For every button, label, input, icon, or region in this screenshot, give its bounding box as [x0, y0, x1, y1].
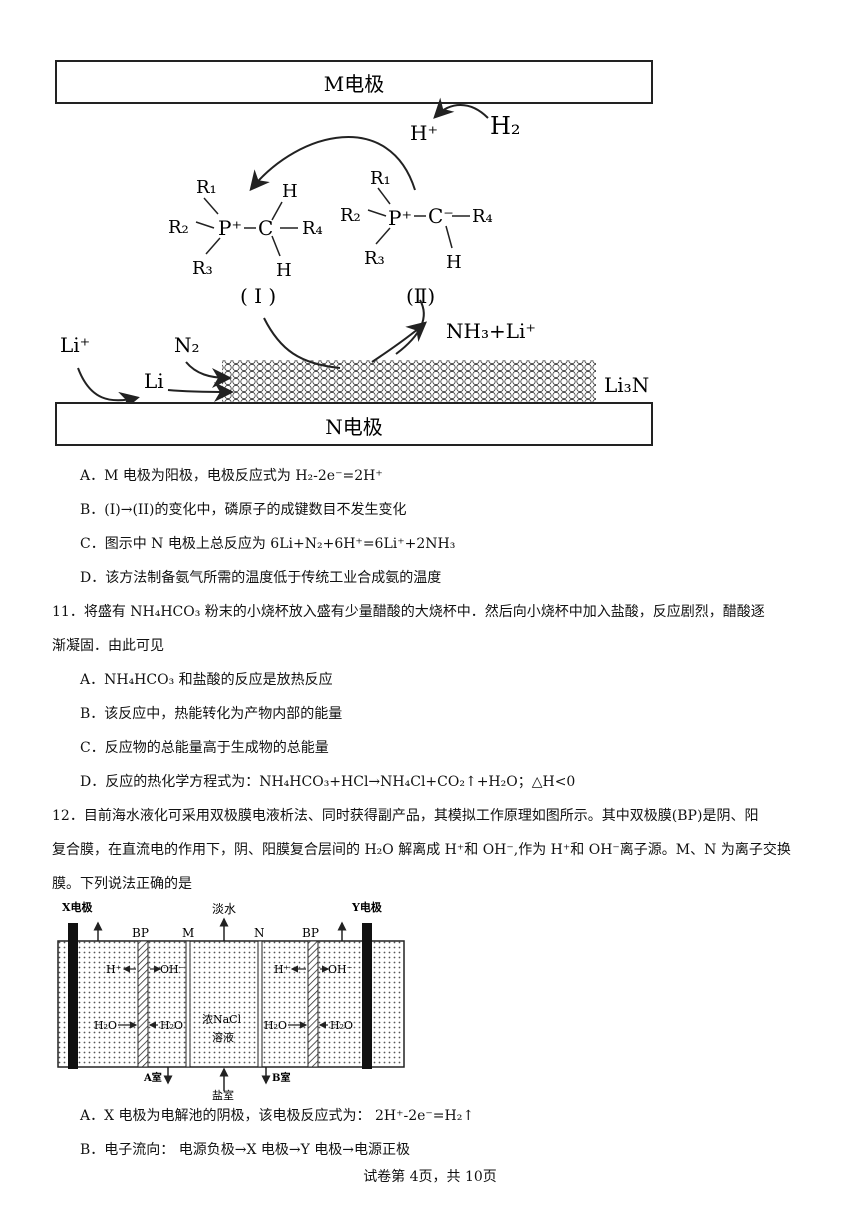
q11-option-b: B．该反应中，热能转化为产物内部的能量 — [80, 706, 343, 722]
q10-option-b: B．(I)→(II)的变化中，磷原子的成键数目不发生变化 — [80, 502, 407, 518]
bp-label-left: BP — [132, 926, 149, 940]
li-label: Li — [144, 369, 164, 393]
bp-membrane-right — [307, 940, 319, 1068]
h2o-c: H₂O — [264, 1019, 287, 1032]
chamber-a-label: A室 — [143, 1071, 162, 1084]
r2-label: R₂ — [340, 205, 361, 226]
li-arrow — [167, 381, 234, 402]
h-plus-label: H⁺ — [410, 121, 438, 145]
r3-label: R₃ — [364, 248, 385, 269]
h2-label: H₂ — [490, 112, 521, 140]
r4-label: R₄ — [302, 218, 323, 239]
c-minus-label: C⁻ — [428, 204, 454, 228]
m-label: M — [182, 926, 194, 940]
li3n-label: Li₃N — [604, 373, 649, 397]
h-bottom-label: H — [276, 260, 292, 281]
chamber-b-label: B室 — [272, 1071, 290, 1084]
y-electrode-label: Y电极 — [351, 900, 383, 914]
r1-label: R₁ — [196, 177, 217, 198]
arrow-I-to-layer — [263, 317, 341, 369]
n-label: N — [254, 926, 265, 940]
fresh-water-label: 淡水 — [212, 902, 236, 916]
p-plus-label: P⁺ — [218, 216, 242, 240]
x-electrode-plate — [68, 923, 78, 1069]
electrodialysis-diagram: X电极 Y电极 BP M N BP 淡水 H⁺ OH⁻ H⁺ OH⁻ H₂O H… — [57, 900, 405, 1100]
bp-membrane-left — [137, 940, 149, 1068]
oh-minus-right: OH⁻ — [328, 963, 353, 976]
c-label: C — [258, 216, 273, 240]
nacl-line2: 溶液 — [212, 1030, 234, 1044]
h2o-b: H₂O — [160, 1019, 183, 1032]
n-electrode-label: N电极 — [325, 415, 383, 439]
n-electrode-box — [55, 402, 653, 446]
arrow-to-II — [395, 299, 425, 355]
q12-stem-line2: 复合膜，在直流电的作用下，阴、阳膜复合层间的 H₂O 解离成 H⁺和 OH⁻,作… — [52, 842, 791, 858]
y-electrode-plate — [362, 923, 372, 1069]
m-electrode-box — [55, 60, 653, 104]
cycle-arrow-top — [249, 136, 416, 192]
q11-option-c: C．反应物的总能量高于生成物的总能量 — [80, 740, 329, 756]
r2-label: R₂ — [168, 217, 189, 238]
h-plus-left: H⁺ — [106, 963, 122, 976]
bp-label-right: BP — [302, 926, 319, 940]
n2-arrow — [185, 361, 232, 388]
oh-minus-left: OH⁻ — [160, 963, 185, 976]
p-plus-label: P⁺ — [388, 206, 412, 230]
q12-stem-line3: 膜。下列说法正确的是 — [52, 876, 192, 892]
li-plus-arrow — [77, 367, 140, 412]
h2o-d: H₂O — [330, 1019, 353, 1032]
q10-option-d: D．该方法制备氨气所需的温度低于传统工业合成氨的温度 — [80, 570, 442, 586]
q12-option-a: A．X 电极为电解池的阴极，该电极反应式为： 2H⁺-2e⁻=H₂↑ — [80, 1108, 475, 1124]
product-label: NH₃+Li⁺ — [446, 319, 536, 343]
q10-option-c: C．图示中 N 电极上总反应为 6Li+N₂+6H⁺=6Li⁺+2NH₃ — [80, 536, 456, 552]
q12-option-b: B．电子流向： 电源负极→X 电极→Y 电极→电源正极 — [80, 1142, 411, 1158]
label-I: ( I ) — [240, 284, 276, 308]
structure-I: R₁ R₂ R₃ P⁺ C H H R₄ ( I ) — [168, 177, 323, 308]
r3-label: R₃ — [192, 258, 213, 279]
h2-arrow — [433, 97, 489, 119]
q11-option-a: A．NH₄HCO₃ 和盐酸的反应是放热反应 — [80, 672, 333, 688]
n2-label: N₂ — [174, 333, 200, 357]
q11-stem-line1: 11．将盛有 NH₄HCO₃ 粉末的小烧杯放入盛有少量醋酸的大烧杯中．然后向小烧… — [52, 604, 765, 620]
page-footer: 试卷第 4页，共 10页 — [363, 1169, 497, 1185]
q10-option-a: A．M 电极为阳极，电极反应式为 H₂-2e⁻=2H⁺ — [80, 468, 383, 484]
salt-chamber-label: 盐室 — [212, 1088, 234, 1100]
m-membrane — [185, 940, 191, 1068]
li3n-layer — [222, 360, 596, 402]
r4-label: R₄ — [472, 206, 493, 227]
h-top-label: H — [282, 181, 298, 202]
r1-label: R₁ — [370, 168, 391, 189]
m-electrode-label: M电极 — [324, 72, 384, 96]
electrode-diagram: M电极 H⁺ H₂ R₁ R₂ R₃ P⁺ C H H R₄ ( I ) R₁ … — [55, 60, 653, 446]
li-plus-label: Li⁺ — [60, 333, 90, 357]
q12-stem-line1: 12．目前海水液化可采用双极膜电液析法、同时获得副产品，其模拟工作原理如图所示。… — [52, 808, 759, 824]
structure-II: R₁ R₂ R₃ P⁺ C⁻ R₄ H (Ⅱ) — [340, 168, 493, 308]
h-plus-right: H⁺ — [274, 963, 290, 976]
h2o-a: H₂O — [94, 1019, 117, 1032]
label-II: (Ⅱ) — [406, 284, 435, 308]
nacl-line1: 浓NaCl — [202, 1013, 242, 1026]
q11-stem-line2: 渐凝固．由此可见 — [52, 638, 164, 654]
arrow-layer-to-NH3 — [371, 321, 428, 363]
liquid-body — [57, 940, 405, 1068]
n-membrane — [257, 940, 263, 1068]
q11-option-d: D．反应的热化学方程式为：NH₄HCO₃+HCl→NH₄Cl+CO₂↑+H₂O；… — [80, 774, 576, 790]
x-electrode-label: X电极 — [62, 900, 94, 914]
h-bottom-label: H — [446, 252, 462, 273]
